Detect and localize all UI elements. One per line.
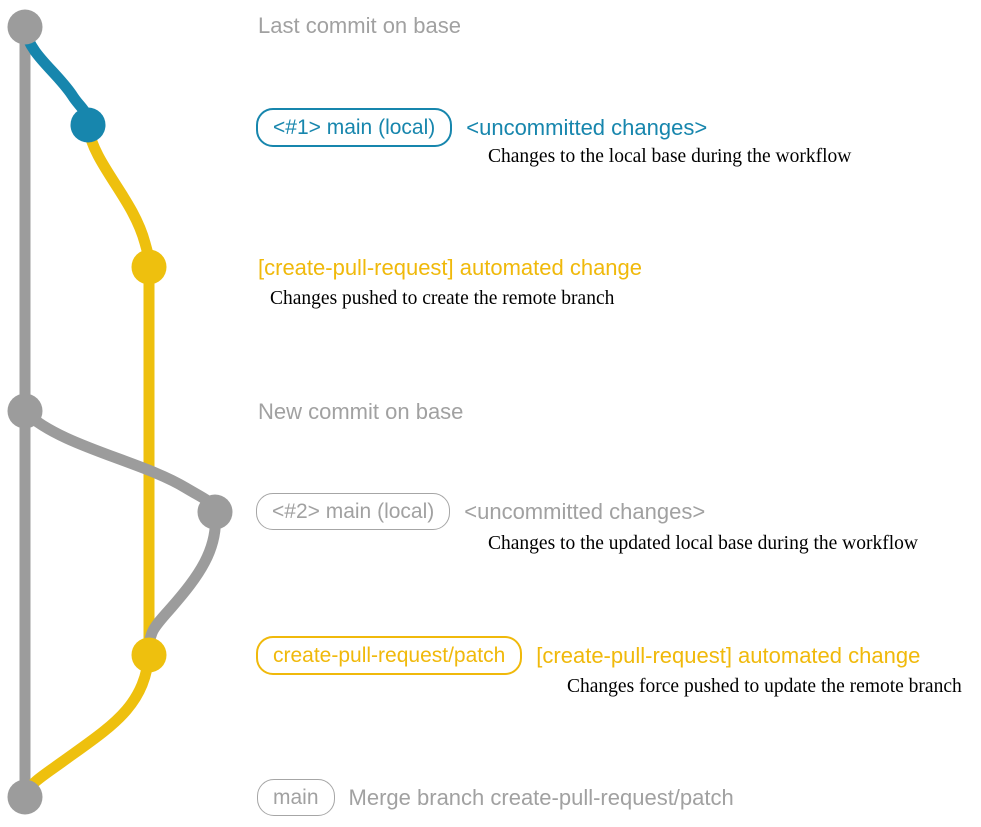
branch-badge-main-local-1: <#1> main (local) <box>256 108 453 148</box>
commit-dot-automated-change-1 <box>131 249 167 285</box>
label-new-commit-on-base: New commit on base <box>258 399 464 424</box>
caption-local-base-changes: Changes to the local base during the wor… <box>488 146 852 167</box>
row-local-main-2: <#2> main (local) <uncommitted changes> <box>256 493 706 531</box>
status-uncommitted-changes-2: <uncommitted changes> <box>464 499 706 524</box>
label-automated-change-1: [create-pull-request] automated change <box>258 255 643 280</box>
caption-changes-pushed: Changes pushed to create the remote bran… <box>270 288 615 309</box>
commit-dot-new-base <box>7 393 43 429</box>
row-patch-branch: create-pull-request/patch [create-pull-r… <box>256 636 921 676</box>
caption-changes-force-pushed: Changes force pushed to update the remot… <box>567 676 962 697</box>
status-uncommitted-changes-1: <uncommitted changes> <box>466 115 708 140</box>
base-to-local-main-2-line <box>19 406 221 518</box>
branch-badge-create-pull-request-patch: create-pull-request/patch <box>256 636 523 676</box>
label-automated-change-2: [create-pull-request] automated change <box>536 643 921 668</box>
commit-dot-last-base <box>7 9 43 45</box>
commit-dot-local-main-2 <box>197 494 233 530</box>
label-merge-branch: Merge branch create-pull-request/patch <box>348 785 734 810</box>
label-last-commit-on-base: Last commit on base <box>258 13 461 38</box>
row-local-main-1: <#1> main (local) <uncommitted changes> <box>256 108 708 148</box>
local-main-2-rebase-line <box>143 506 221 657</box>
commit-dot-automated-change-2 <box>131 637 167 673</box>
commit-graph <box>7 9 233 815</box>
commit-dot-merge <box>7 779 43 815</box>
commit-dot-local-main-1 <box>70 107 106 143</box>
caption-updated-local-base-changes: Changes to the updated local base during… <box>488 533 918 554</box>
row-merge: main Merge branch create-pull-request/pa… <box>257 779 734 817</box>
branch-badge-main-local-2: <#2> main (local) <box>256 493 451 531</box>
branch-badge-main: main <box>257 779 335 817</box>
